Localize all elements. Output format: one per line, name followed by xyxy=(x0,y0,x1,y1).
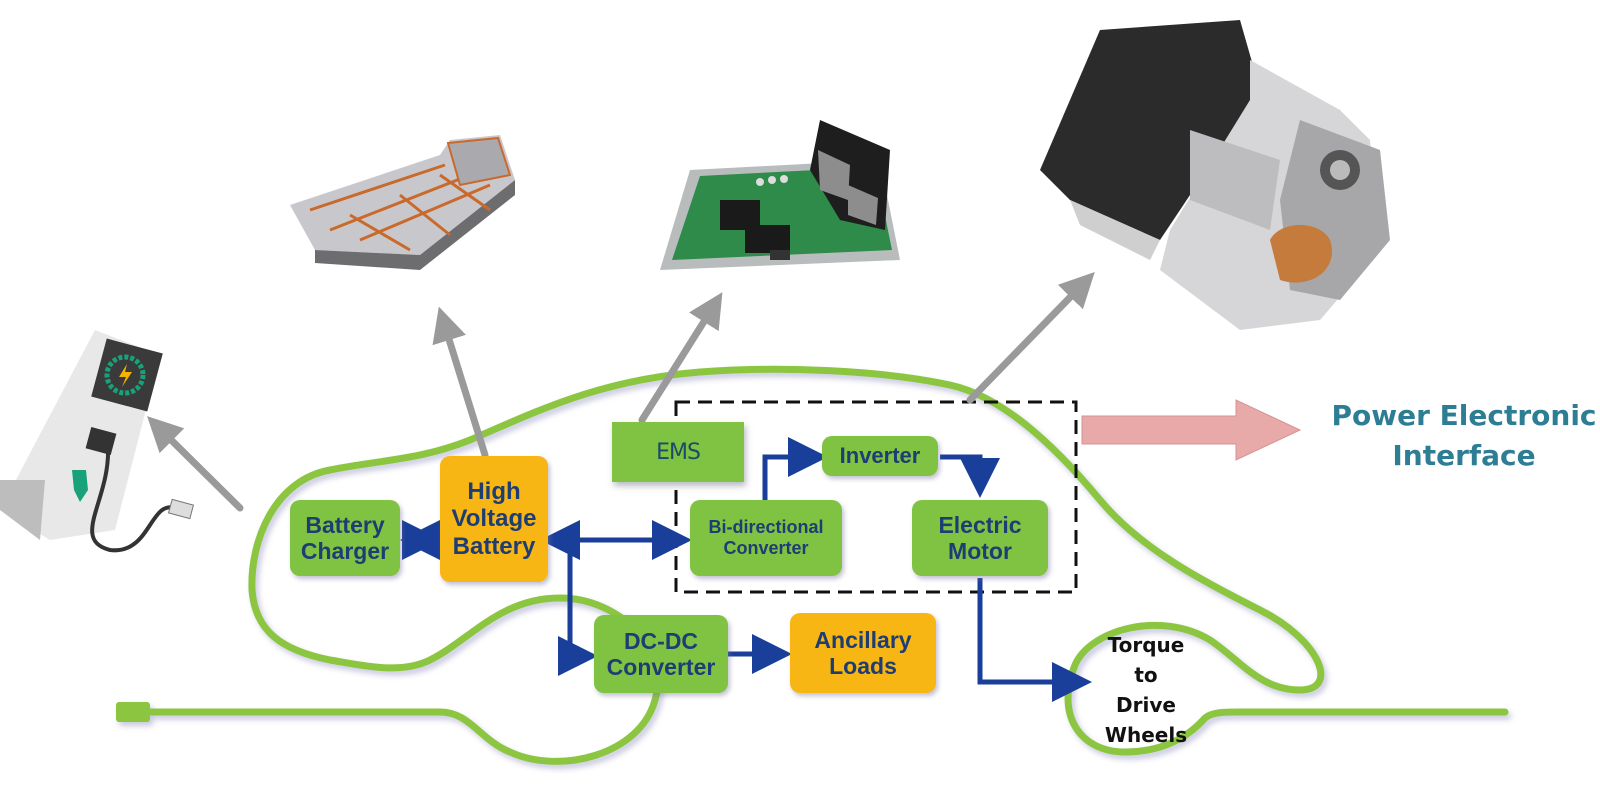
ancillary-loads-label: Ancillary Loads xyxy=(814,626,912,679)
battery-charger-label: Battery Charger xyxy=(300,511,390,564)
ems-node: EMS xyxy=(612,422,744,482)
inverter-node: Inverter xyxy=(822,436,938,476)
ems-board-image xyxy=(660,120,900,270)
torque-to-wheels-label: Torque to Drive Wheels xyxy=(1104,633,1188,747)
bidirectional-converter-node: Bi-directional Converter xyxy=(690,500,842,576)
electric-motor-node: Electric Motor xyxy=(912,500,1048,576)
pointer-arrow-drive-unit xyxy=(966,271,1095,404)
charging-station-image xyxy=(0,330,195,553)
pointer-arrows xyxy=(147,271,1095,512)
battery-charger-node: Battery Charger xyxy=(290,500,400,576)
flow-arrows xyxy=(400,437,1092,702)
bidirectional-converter-label: Bi-directional Converter xyxy=(708,517,824,558)
power-electronic-interface-label: Power Electronic Interface xyxy=(1331,399,1597,472)
pointer-arrow-ems xyxy=(638,292,723,424)
ancillary-loads-node: Ancillary Loads xyxy=(790,613,936,693)
dcdc-converter-node: DC-DC Converter xyxy=(594,615,728,693)
ems-label: EMS xyxy=(656,439,701,465)
car-outline xyxy=(116,365,1509,765)
group-arrow-icon xyxy=(1081,399,1302,461)
high-voltage-battery-node: High Voltage Battery xyxy=(440,456,548,582)
power-electronic-interface-group xyxy=(674,400,1078,594)
plug-icon xyxy=(116,702,150,722)
battery-pack-image xyxy=(290,135,515,270)
edge-converter-inverter xyxy=(762,437,828,500)
pointer-arrow-battery xyxy=(432,306,489,459)
dcdc-converter-label: DC-DC Converter xyxy=(606,627,716,680)
electric-drive-unit-image xyxy=(1040,20,1390,330)
pointer-arrow-charger xyxy=(147,416,244,512)
edge-battery-dcdc xyxy=(558,540,598,676)
edge-motor-wheels xyxy=(977,578,1092,702)
inverter-label: Inverter xyxy=(839,443,921,469)
high-voltage-battery-label: High Voltage Battery xyxy=(451,477,537,560)
electric-motor-label: Electric Motor xyxy=(938,511,1022,564)
edge-inverter-motor xyxy=(940,454,1000,498)
